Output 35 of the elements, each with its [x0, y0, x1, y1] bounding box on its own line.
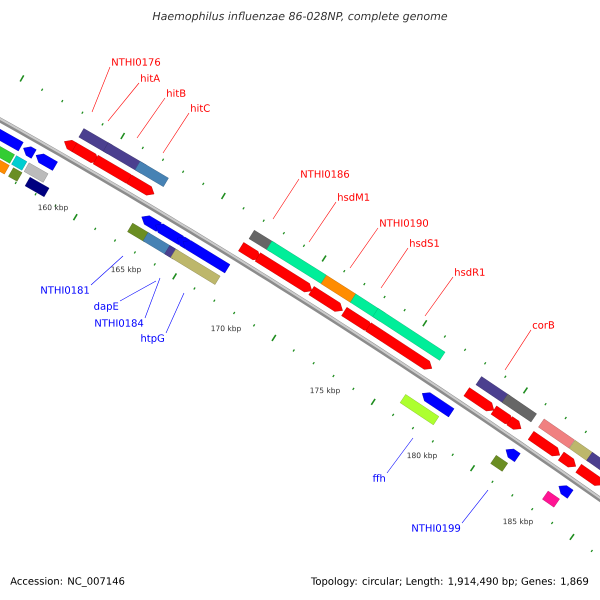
- gene-label: NTHI0190: [380, 219, 428, 227]
- leader-line: [108, 82, 140, 122]
- leader-line: [136, 98, 166, 138]
- gene-label: NTHI0199: [412, 524, 460, 532]
- gene-label: hitA: [141, 74, 160, 82]
- gene-label: NTHI0184: [95, 319, 144, 327]
- gene-label: NTHI0186: [301, 170, 350, 178]
- gene-label: dapE: [94, 302, 118, 312]
- gene-label: hitB: [167, 89, 186, 97]
- leader-line: [92, 66, 110, 112]
- gene-label: NTHI0181: [41, 286, 89, 294]
- gene-label: corB: [532, 321, 554, 329]
- leader-line: [90, 256, 124, 286]
- leader-line: [504, 330, 532, 370]
- gene-label: NTHI0176: [112, 58, 160, 66]
- footer-text: Accession: NC_007146: [10, 577, 124, 587]
- gene-label: hsdS1: [410, 239, 439, 247]
- gene-label: hitC: [191, 104, 210, 112]
- leader-line: [120, 280, 156, 302]
- gene-label: hsdM1: [338, 193, 370, 201]
- leader-line: [272, 178, 300, 220]
- leader-line: [386, 438, 414, 474]
- gene-label: htpG: [141, 334, 164, 344]
- leader-line: [308, 202, 336, 242]
- leader-line: [144, 278, 160, 318]
- title: Haemophilus influenzae 86-028NP, complete genome: [152, 12, 448, 22]
- leader-line: [162, 112, 190, 154]
- gene-label: ffh: [372, 474, 385, 482]
- leader-line: [380, 248, 408, 288]
- leader-line: [462, 490, 488, 524]
- gene-label: hsdR1: [455, 268, 484, 276]
- leader-line: [424, 276, 454, 316]
- leader-line: [166, 292, 184, 334]
- leader-line: [350, 228, 378, 268]
- footer-text: Topology: circular; Length: 1,914,490 bp; Genes: 1,869: [310, 577, 588, 587]
